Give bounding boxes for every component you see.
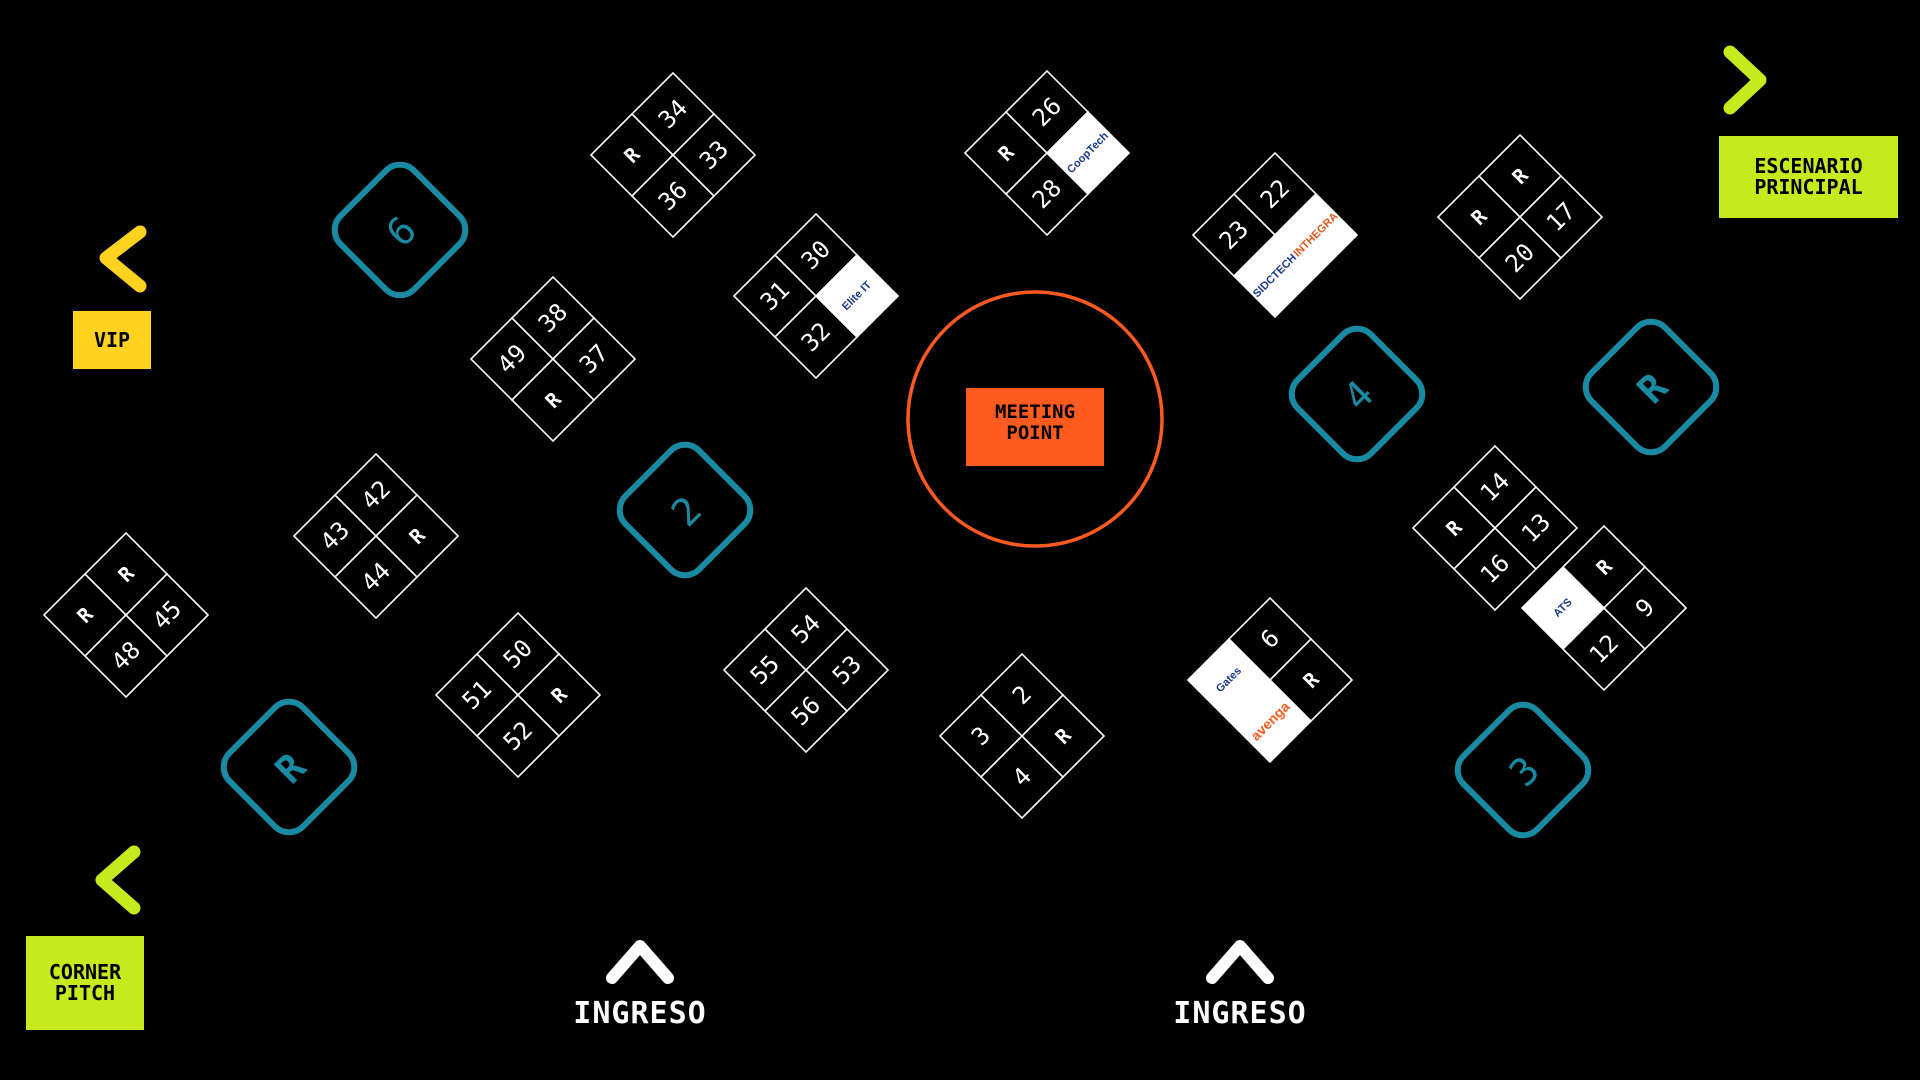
round-booth-number: R: [1629, 365, 1676, 412]
booth-cell[interactable]: R: [516, 652, 602, 738]
booth-square: [1045, 110, 1131, 196]
booth-cell[interactable]: 33: [671, 112, 757, 198]
booth-square: [1020, 693, 1106, 779]
booth-square: [1268, 637, 1354, 723]
round-booth[interactable]: 6: [326, 156, 473, 303]
booth-square: [374, 493, 460, 579]
round-booth[interactable]: 3: [1449, 696, 1596, 843]
corner-pitch-label[interactable]: CORNER PITCH: [26, 936, 144, 1030]
booth-square: [124, 572, 210, 658]
booth-cell[interactable]: R: [1020, 693, 1106, 779]
booth-cell[interactable]: R: [374, 493, 460, 579]
booth-cell[interactable]: 9: [1602, 565, 1688, 651]
booth-cell[interactable]: 37: [551, 316, 637, 402]
booth-square: [551, 316, 637, 402]
escenario-arrow-icon: [1723, 45, 1767, 115]
round-booth-outline: [1582, 318, 1720, 456]
round-booth-outline: [616, 441, 754, 579]
sponsor-booth[interactable]: Elite IT: [814, 253, 900, 339]
booth-cell[interactable]: 53: [804, 627, 890, 713]
vip-arrow-icon: [99, 225, 147, 293]
booth-cell[interactable]: 45: [124, 572, 210, 658]
ingreso-right-label[interactable]: INGRESO: [1173, 996, 1307, 1031]
round-booth[interactable]: 4: [1283, 320, 1430, 467]
round-booth-number: 3: [1501, 748, 1548, 795]
booth-cell[interactable]: 13: [1493, 485, 1579, 571]
round-booth-number: 4: [1335, 372, 1382, 419]
ingreso-left-label[interactable]: INGRESO: [573, 996, 707, 1031]
round-booth[interactable]: 2: [611, 436, 758, 583]
round-booth-outline: [1288, 325, 1426, 463]
escenario-principal-label[interactable]: ESCENARIO PRINCIPAL: [1719, 136, 1898, 218]
booth-cell[interactable]: R: [1268, 637, 1354, 723]
round-booth-number: 2: [663, 488, 710, 535]
booth-square: [516, 652, 602, 738]
booth-square: [1273, 192, 1359, 278]
round-booth[interactable]: R: [1577, 313, 1724, 460]
sponsor-booth[interactable]: INTHEGRA: [1273, 192, 1359, 278]
corner-pitch-arrow-icon: [95, 845, 141, 915]
round-booth[interactable]: R: [215, 693, 362, 840]
booth-square: [1493, 485, 1579, 571]
ingreso-right-arrow-icon: [1206, 940, 1274, 984]
booth-square: [1518, 174, 1604, 260]
round-booth-outline: [331, 161, 469, 299]
round-booth-number: R: [267, 745, 314, 792]
round-booth-outline: [1454, 701, 1592, 839]
booth-square: [1602, 565, 1688, 651]
round-booth-number: 6: [378, 208, 425, 255]
ingreso-left-arrow-icon: [606, 940, 674, 984]
sponsor-booth[interactable]: CoopTech: [1045, 110, 1131, 196]
booth-square: [814, 253, 900, 339]
booth-square: [804, 627, 890, 713]
booth-cell[interactable]: 17: [1518, 174, 1604, 260]
meeting-point-circle: [906, 290, 1164, 548]
meeting-point-box: [966, 388, 1104, 466]
round-booth-outline: [220, 698, 358, 836]
booth-square: [671, 112, 757, 198]
vip-label[interactable]: VIP: [73, 311, 151, 369]
